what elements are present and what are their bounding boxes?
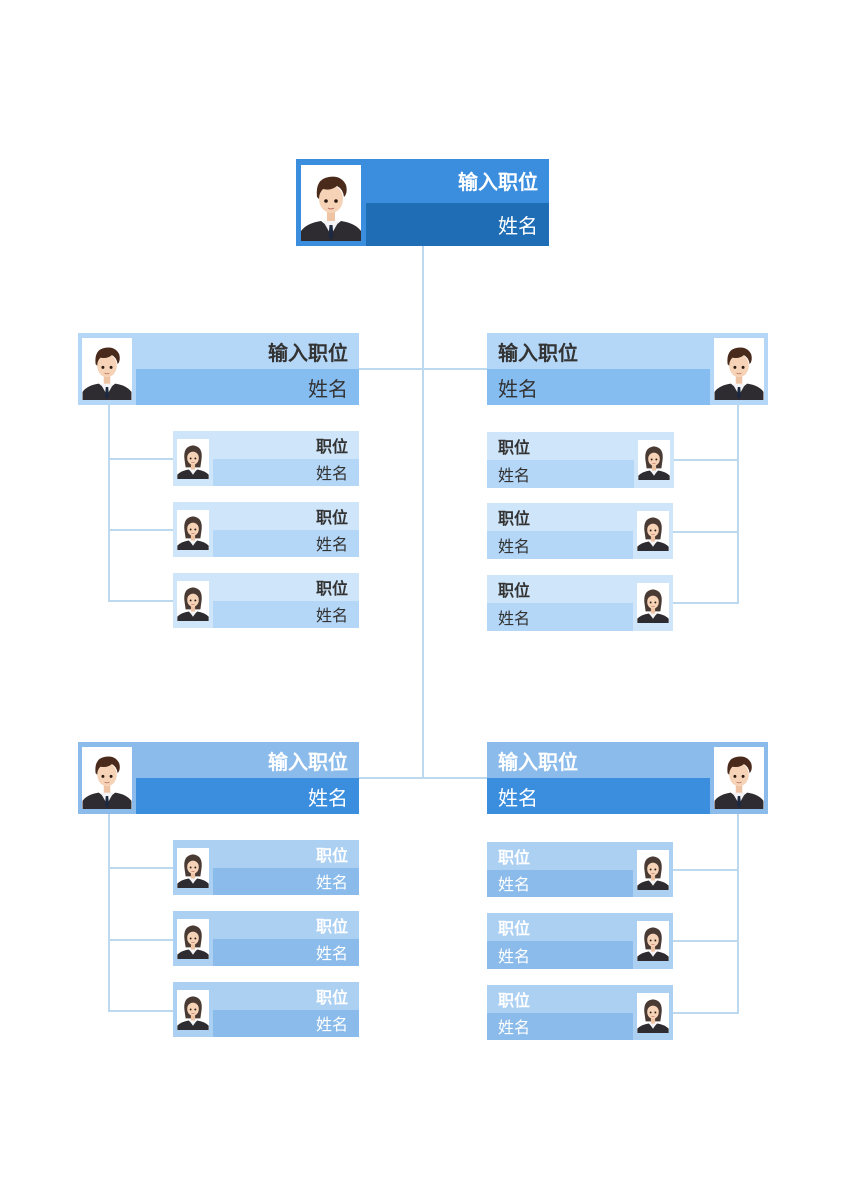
female-avatar-icon [173, 911, 213, 966]
female-avatar-icon [173, 982, 213, 1037]
position-title[interactable]: 输入职位 [366, 159, 549, 203]
person-name[interactable]: 姓名 [366, 202, 549, 246]
person-name[interactable]: 姓名 [487, 941, 633, 969]
male-avatar-icon [296, 159, 366, 246]
position-title[interactable]: 职位 [487, 913, 633, 941]
position-title[interactable]: 职位 [487, 575, 633, 603]
person-name[interactable]: 姓名 [487, 778, 710, 814]
staff-connector [108, 529, 174, 531]
staff-card[interactable]: 职位 姓名 [173, 840, 359, 895]
staff-connector [673, 459, 739, 461]
person-name[interactable]: 姓名 [487, 1012, 633, 1040]
position-title[interactable]: 职位 [213, 573, 359, 601]
staff-card[interactable]: 职位 姓名 [487, 913, 673, 969]
position-title[interactable]: 职位 [213, 982, 359, 1010]
position-title[interactable]: 职位 [487, 503, 633, 531]
left-upper-staff-spine [108, 405, 110, 602]
position-title[interactable]: 职位 [487, 432, 634, 460]
female-avatar-icon [633, 575, 673, 631]
female-avatar-icon [173, 840, 213, 895]
staff-card[interactable]: 职位 姓名 [487, 985, 673, 1040]
staff-connector [108, 939, 174, 941]
upper-branch-connector [359, 368, 488, 370]
person-name[interactable]: 姓名 [136, 778, 359, 814]
person-name[interactable]: 姓名 [213, 938, 359, 966]
staff-connector [673, 1012, 739, 1014]
position-title[interactable]: 职位 [213, 840, 359, 868]
manager-card-lower-left[interactable]: 输入职位 姓名 [78, 742, 359, 814]
manager-card-upper-left[interactable]: 输入职位 姓名 [78, 333, 359, 405]
left-lower-staff-spine [108, 814, 110, 1012]
staff-card[interactable]: 职位 姓名 [173, 911, 359, 966]
staff-connector [673, 602, 739, 604]
staff-card[interactable]: 职位 姓名 [173, 431, 359, 486]
top-position-card[interactable]: 输入职位 姓名 [296, 159, 549, 246]
female-avatar-icon [633, 913, 673, 969]
position-title[interactable]: 职位 [487, 842, 633, 870]
female-avatar-icon [633, 842, 673, 897]
trunk-connector [422, 246, 424, 779]
female-avatar-icon [634, 432, 674, 488]
staff-connector [673, 940, 739, 942]
female-avatar-icon [173, 431, 213, 486]
staff-card[interactable]: 职位 姓名 [173, 502, 359, 557]
position-title[interactable]: 输入职位 [487, 742, 710, 778]
right-upper-staff-spine [737, 405, 739, 604]
person-name[interactable]: 姓名 [136, 369, 359, 405]
person-name[interactable]: 姓名 [213, 529, 359, 557]
female-avatar-icon [633, 503, 673, 559]
male-avatar-icon [710, 333, 768, 405]
staff-connector [108, 600, 174, 602]
male-avatar-icon [78, 742, 136, 814]
position-title[interactable]: 职位 [213, 502, 359, 530]
manager-card-lower-right[interactable]: 输入职位 姓名 [487, 742, 768, 814]
female-avatar-icon [173, 573, 213, 628]
male-avatar-icon [78, 333, 136, 405]
staff-card[interactable]: 职位 姓名 [487, 842, 673, 897]
position-title[interactable]: 输入职位 [136, 742, 359, 778]
person-name[interactable]: 姓名 [213, 458, 359, 486]
position-title[interactable]: 职位 [213, 431, 359, 459]
person-name[interactable]: 姓名 [487, 460, 634, 488]
person-name[interactable]: 姓名 [213, 600, 359, 628]
right-lower-staff-spine [737, 814, 739, 1014]
staff-connector [673, 869, 739, 871]
person-name[interactable]: 姓名 [213, 867, 359, 895]
person-name[interactable]: 姓名 [487, 603, 633, 631]
position-title[interactable]: 职位 [213, 911, 359, 939]
staff-connector [108, 867, 174, 869]
position-title[interactable]: 输入职位 [487, 333, 710, 369]
staff-card[interactable]: 职位 姓名 [487, 432, 674, 488]
person-name[interactable]: 姓名 [213, 1009, 359, 1037]
staff-connector [108, 458, 174, 460]
position-title[interactable]: 职位 [487, 985, 633, 1013]
person-name[interactable]: 姓名 [487, 531, 633, 559]
staff-connector [108, 1010, 174, 1012]
staff-card[interactable]: 职位 姓名 [487, 575, 673, 631]
male-avatar-icon [710, 742, 768, 814]
female-avatar-icon [633, 985, 673, 1040]
position-title[interactable]: 输入职位 [136, 333, 359, 369]
person-name[interactable]: 姓名 [487, 369, 710, 405]
staff-card[interactable]: 职位 姓名 [487, 503, 673, 559]
manager-card-upper-right[interactable]: 输入职位 姓名 [487, 333, 768, 405]
person-name[interactable]: 姓名 [487, 869, 633, 897]
staff-connector [673, 531, 739, 533]
staff-card[interactable]: 职位 姓名 [173, 982, 359, 1037]
female-avatar-icon [173, 502, 213, 557]
staff-card[interactable]: 职位 姓名 [173, 573, 359, 628]
lower-branch-connector [359, 777, 488, 779]
